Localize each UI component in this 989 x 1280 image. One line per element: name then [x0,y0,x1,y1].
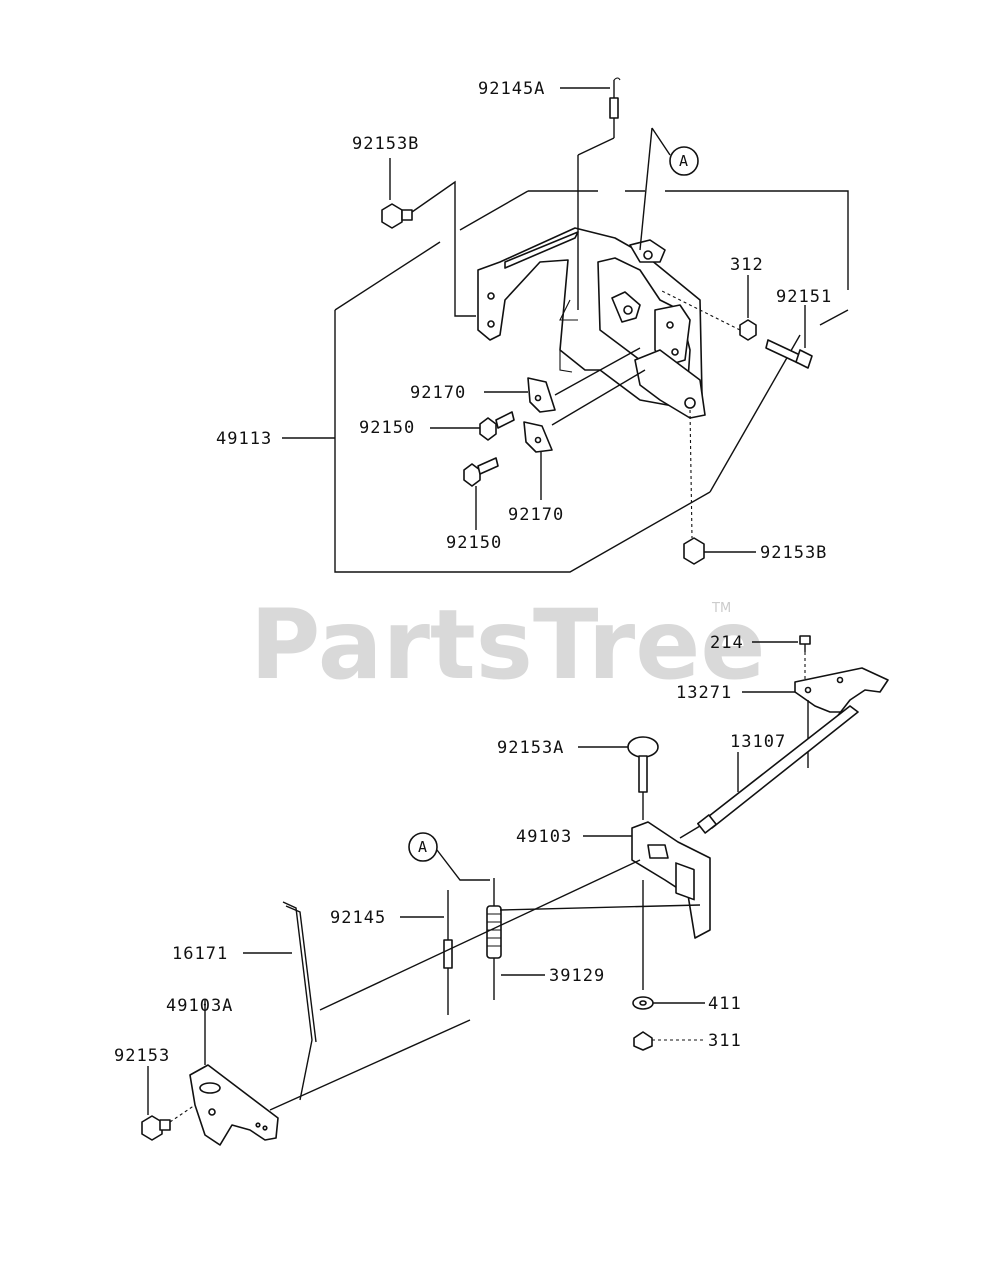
trademark-mark: TM [711,601,731,616]
callout-a-top: A [639,127,699,251]
shaft-13107 [679,705,859,839]
lever-49103 [583,821,711,990]
label-92150-bottom: 92150 [446,533,502,553]
label-312: 312 [730,255,764,275]
label-92153B-bottom: 92153B [760,543,827,563]
plate-13271 [742,667,889,768]
spring-92145 [400,890,453,1015]
label-92150-top: 92150 [359,418,415,438]
label-92151: 92151 [776,287,832,307]
label-92153A: 92153A [497,738,564,758]
spring-92145A [577,77,621,310]
screw-214 [752,635,811,684]
label-92145A: 92145A [478,79,545,99]
bolt-92153A [578,736,659,820]
label-92170-bottom: 92170 [508,505,564,525]
callout-a-bottom: A [408,832,490,881]
label-214: 214 [710,633,744,653]
parts-tree-watermark: PartsTree [250,589,765,701]
screw-92150-top [430,411,515,441]
screw-92150-bottom [463,457,499,530]
svg-text:A: A [679,152,688,170]
bolt-92153B-bottom [683,409,756,565]
nut-311 [633,1031,705,1051]
lever-49103A [189,1000,279,1146]
label-49103A: 49103A [166,996,233,1016]
bolt-92151 [765,305,813,369]
clip-92170-bottom [523,369,646,500]
label-311: 311 [708,1031,742,1051]
label-411: 411 [708,994,742,1014]
rod-16171 [243,901,317,1101]
assembly-49113-frame [334,190,849,573]
label-49113: 49113 [216,429,272,449]
nut-312 [659,275,757,341]
washer-411 [632,996,705,1010]
spring-39129 [486,878,545,1000]
bolt-92153 [141,1066,196,1141]
label-49103: 49103 [516,827,572,847]
label-13107: 13107 [730,732,786,752]
clip-92170-top [484,347,641,413]
svg-text:A: A [418,838,427,856]
label-39129: 39129 [549,966,605,986]
label-13271: 13271 [676,683,732,703]
label-92153: 92153 [114,1046,170,1066]
label-92153B-top: 92153B [352,134,419,154]
control-bracket-part [477,227,706,419]
label-92145: 92145 [330,908,386,928]
label-92170-top: 92170 [410,383,466,403]
label-16171: 16171 [172,944,228,964]
bolt-92153B-top [381,180,476,317]
